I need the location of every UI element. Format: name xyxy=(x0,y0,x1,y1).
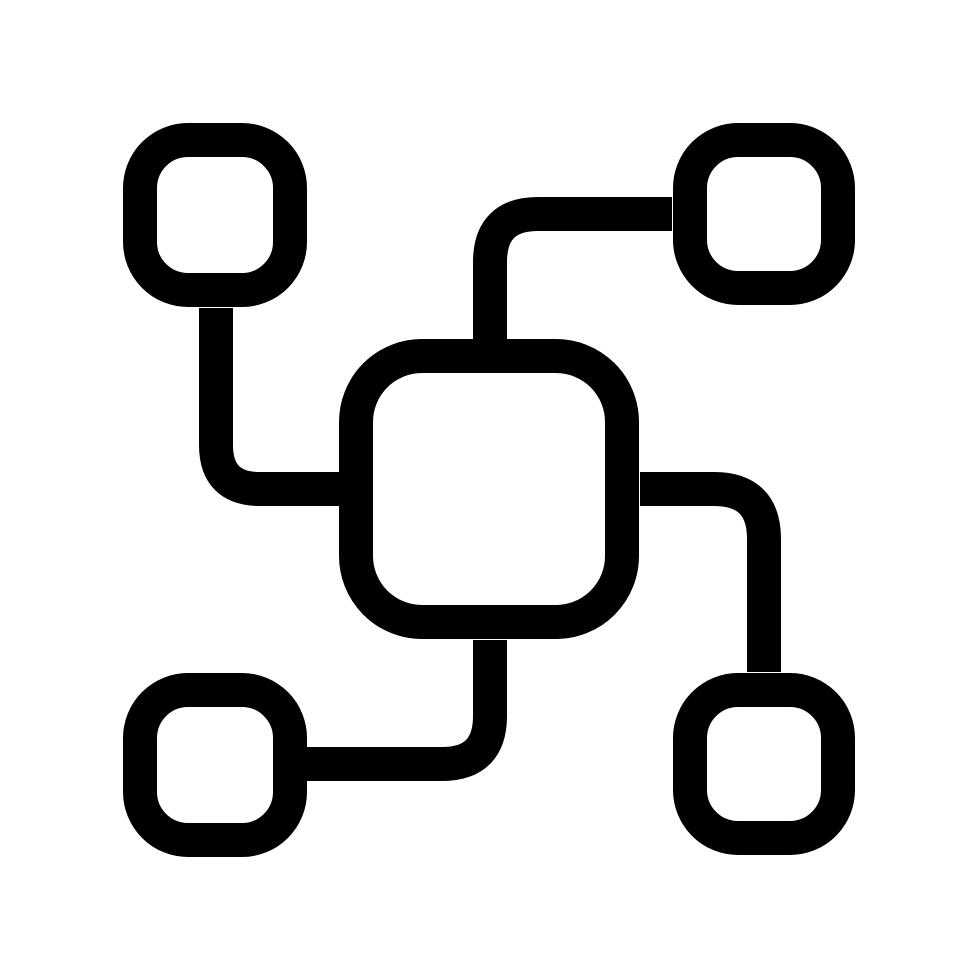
connector-right xyxy=(640,472,781,672)
node-top-right xyxy=(673,123,855,305)
icon-strokes xyxy=(123,123,855,857)
connector-bottom-left xyxy=(306,640,507,781)
central-node xyxy=(339,339,639,639)
connector-top-right xyxy=(473,197,672,340)
node-top-left xyxy=(123,123,307,307)
connector-top-left xyxy=(199,308,340,506)
node-bottom-right xyxy=(673,673,855,855)
node-bottom-left xyxy=(123,673,307,857)
